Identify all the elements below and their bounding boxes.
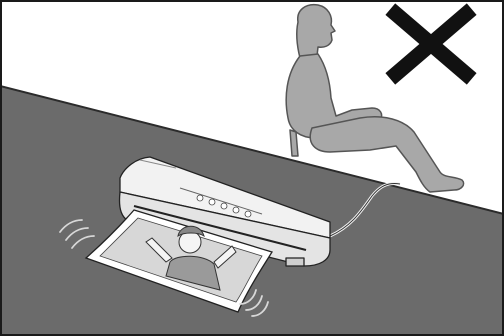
illustration-scene [0,0,504,336]
